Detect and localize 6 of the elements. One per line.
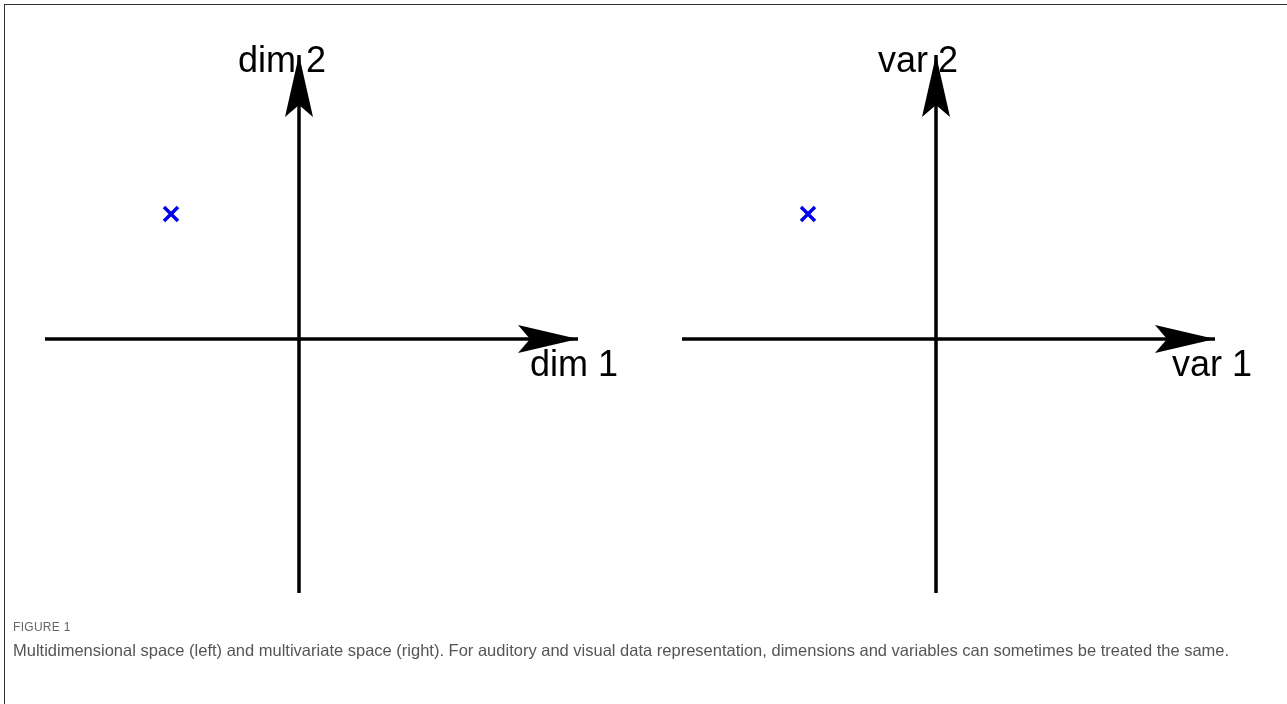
axis-label: var 1	[1172, 346, 1253, 382]
figure-caption: Multidimensional space (left) and multivariate space (right). For auditory and visual data representation, dimensions and variables can sometimes be treated the same.	[13, 640, 1231, 661]
axis-label: dim 1	[530, 346, 619, 382]
axis-label: var 2	[878, 42, 959, 78]
figure-number: FIGURE 1	[13, 620, 71, 634]
axis-label: dim 2	[238, 42, 327, 78]
